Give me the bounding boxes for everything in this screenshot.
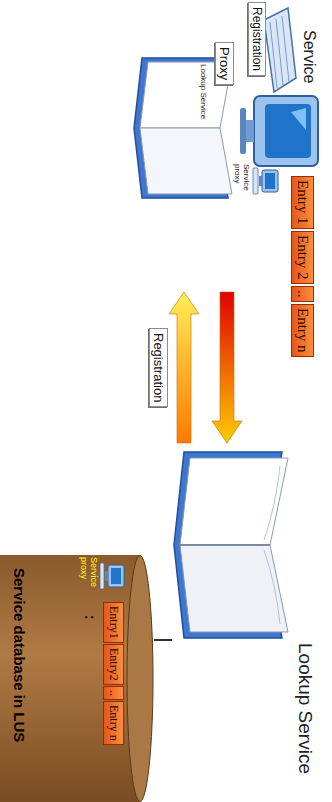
keyboard-icon xyxy=(264,8,296,92)
monitor-stand xyxy=(246,120,254,142)
entry-text: Entry 2 xyxy=(294,235,311,280)
service-database-cylinder: Service database in LUS Entry1Entry2.. Ent… xyxy=(0,555,154,802)
entry-box: Entry 2 xyxy=(291,231,314,284)
entry-text: Entry n xyxy=(106,705,121,741)
request-arrow xyxy=(212,292,242,443)
entry-box: Entry2 xyxy=(103,644,124,685)
entry-box: Entry n xyxy=(103,701,124,745)
small-keyboard xyxy=(253,168,258,194)
small-monitor xyxy=(262,170,278,192)
lookup-service-group: Lookup Service xyxy=(172,445,332,802)
service-heading: Service xyxy=(300,30,318,83)
small-stand xyxy=(105,571,108,581)
book-page xyxy=(180,458,288,545)
connector-line xyxy=(154,639,172,641)
screen-glare xyxy=(291,108,306,130)
lookup-heading: Lookup Service xyxy=(294,643,316,774)
book-page xyxy=(140,128,232,194)
database-title: Service database in LUS xyxy=(11,568,28,742)
monitor-base xyxy=(240,108,246,154)
registration-card: Registration xyxy=(248,2,266,76)
small-screen xyxy=(111,568,121,584)
proxy-label: Service proxy xyxy=(78,557,98,603)
lookup-service-book xyxy=(174,452,288,638)
entry-text: Entry 1 xyxy=(294,180,311,225)
entry-text: Entry2 xyxy=(106,648,121,681)
arrow-shape xyxy=(212,292,242,443)
cylinder-body xyxy=(0,555,140,802)
small-monitor xyxy=(108,565,124,587)
monitor-case xyxy=(254,96,318,166)
registration-arrow xyxy=(169,292,199,443)
book-page xyxy=(180,545,288,632)
entry-text: Entry1 xyxy=(106,606,121,639)
entry-box: Entry 1 xyxy=(291,176,314,229)
small-screen xyxy=(265,173,275,189)
entry-text: .. xyxy=(294,290,311,298)
monitor-screen xyxy=(265,104,311,158)
card-text: Proxy xyxy=(217,47,232,80)
keyboard-keys xyxy=(270,16,289,88)
entry-box: .. xyxy=(103,686,124,700)
small-label: Service proxy xyxy=(232,164,250,198)
proxy-computer-icon xyxy=(253,168,278,194)
entry-box: Entry n xyxy=(291,304,314,357)
service-group: ServiceRegistrationProxyEntry 1Entry 2..… xyxy=(132,0,332,290)
entry-box: .. xyxy=(291,286,314,302)
keyboard-body xyxy=(264,8,296,92)
small-stand xyxy=(259,176,262,186)
monitor-icon xyxy=(240,96,318,166)
edge-label: Registration xyxy=(149,328,168,407)
arrow-shape xyxy=(169,292,199,443)
small-keyboard xyxy=(100,563,104,589)
link-line xyxy=(154,640,172,641)
card-text: Registration xyxy=(250,7,264,71)
entry-text: Entry n xyxy=(294,308,311,353)
book-spine xyxy=(180,544,270,546)
small-label: Lookup Service xyxy=(199,64,208,119)
cylinder-top xyxy=(127,556,153,802)
entry-text: .. xyxy=(106,690,121,696)
entry-box: Entry1 xyxy=(103,602,124,643)
proxy-card: Proxy xyxy=(215,42,234,85)
ellipsis-mark: : xyxy=(82,615,98,620)
